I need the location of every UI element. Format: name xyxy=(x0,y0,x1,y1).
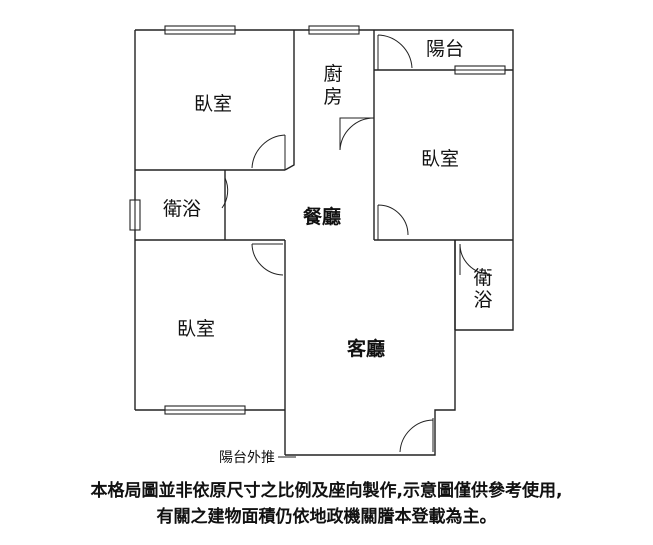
door-kitchen xyxy=(339,117,375,151)
walls xyxy=(134,29,514,456)
door-bedroom-bottom xyxy=(251,243,284,276)
disclaimer-line-2: 有關之建物面積仍依地政機關謄本登載為主。 xyxy=(156,507,497,527)
label-bedroom-bottom: 臥室 xyxy=(177,318,215,340)
disclaimer: 本格局圖並非依原尺寸之比例及座向製作,示意圖僅供參考使用, 有關之建物面積仍依地… xyxy=(0,478,653,530)
label-dining: 餐廳 xyxy=(303,205,341,228)
floor-plan: 臥室 廚 房 陽台 臥室 衛浴 餐廳 衛 浴 臥室 客廳 陽台外推 xyxy=(129,25,514,466)
label-bedroom-right: 臥室 xyxy=(421,148,459,170)
label-balcony: 陽台 xyxy=(426,38,464,60)
label-bath-right-line1: 衛 xyxy=(473,267,492,289)
label-balcony-push-out: 陽台外推 xyxy=(219,450,275,466)
door-bath-right xyxy=(459,243,491,275)
windows xyxy=(129,25,506,415)
disclaimer-line-1: 本格局圖並非依原尺寸之比例及座向製作,示意圖僅供參考使用, xyxy=(90,481,563,501)
door-entrance xyxy=(399,418,434,453)
label-kitchen-line2: 房 xyxy=(323,86,342,108)
label-bath-right-line2: 浴 xyxy=(473,289,492,311)
label-kitchen-line1: 廚 xyxy=(323,62,342,85)
door-bedroom-right xyxy=(377,204,409,240)
door-balcony xyxy=(377,34,413,70)
door-bath-left xyxy=(221,177,229,209)
doors xyxy=(221,34,491,453)
room-labels: 臥室 廚 房 陽台 臥室 衛浴 餐廳 衛 浴 臥室 客廳 陽台外推 xyxy=(163,38,493,466)
label-bedroom-top: 臥室 xyxy=(194,93,232,115)
door-bedroom-top xyxy=(251,134,286,170)
label-living: 客廳 xyxy=(347,337,385,360)
label-bath-left: 衛浴 xyxy=(163,198,201,220)
